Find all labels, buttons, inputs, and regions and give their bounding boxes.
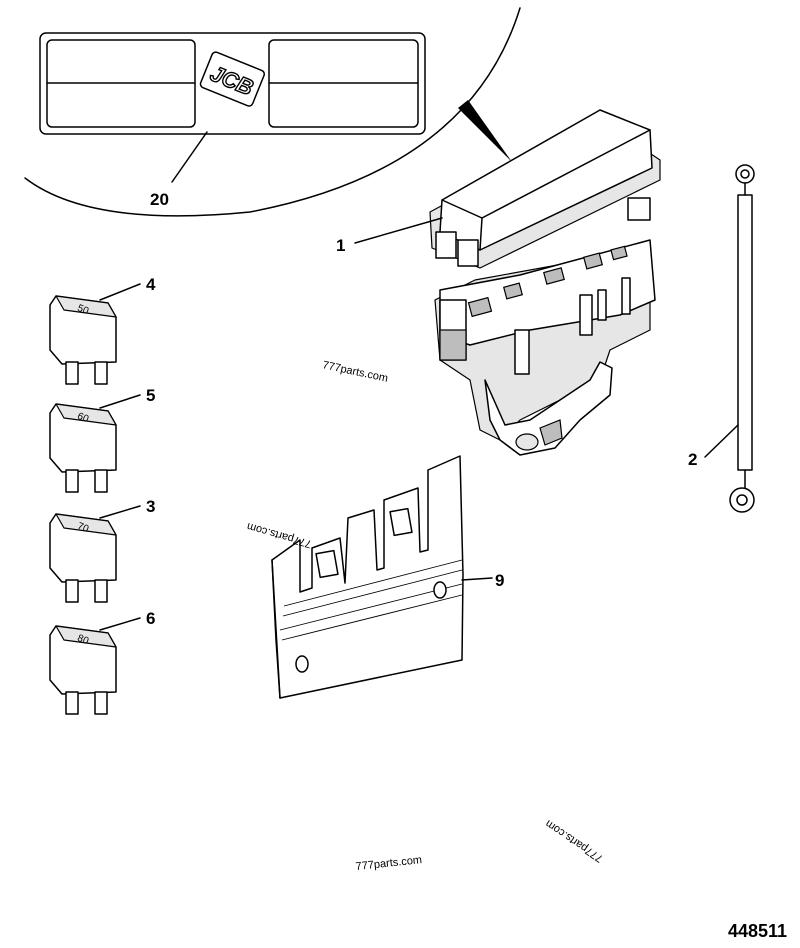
fuse-rating-5: 60 [76, 411, 91, 426]
drawing-number: 448511 [728, 921, 787, 941]
watermark-1: 777parts.com [321, 359, 389, 385]
callout-1: 1 [336, 236, 345, 255]
watermark-4: 777parts.com [355, 854, 423, 873]
busbar-part-9: 9 [271, 455, 504, 699]
fuse-part-3: 70 3 [49, 497, 155, 603]
fuse-part-6: 80 6 [49, 609, 155, 715]
callout-9: 9 [495, 571, 504, 590]
decal-part-20: JCB 20 [39, 32, 426, 209]
cable-part-2: 2 [688, 164, 755, 513]
callout-3: 3 [146, 497, 155, 516]
callout-6: 6 [146, 609, 155, 628]
callout-4: 4 [146, 275, 156, 294]
watermark-2: 777parts.com [246, 520, 313, 550]
fuse-rating-3: 70 [76, 521, 91, 536]
fuse-part-5: 60 5 [49, 386, 155, 493]
fuse-box-part-1: 1 [336, 109, 661, 456]
fuse-rating-6: 80 [76, 633, 91, 648]
callout-5: 5 [146, 386, 155, 405]
callout-2: 2 [688, 450, 697, 469]
callout-20: 20 [150, 190, 169, 209]
detail-view [24, 7, 521, 217]
fuse-part-4: 50 4 [49, 275, 156, 385]
detail-circle-arc [24, 7, 521, 217]
detail-pointer [458, 100, 512, 162]
fuse-rating-4: 50 [76, 303, 91, 318]
watermark-3: 777parts.com [543, 817, 605, 864]
